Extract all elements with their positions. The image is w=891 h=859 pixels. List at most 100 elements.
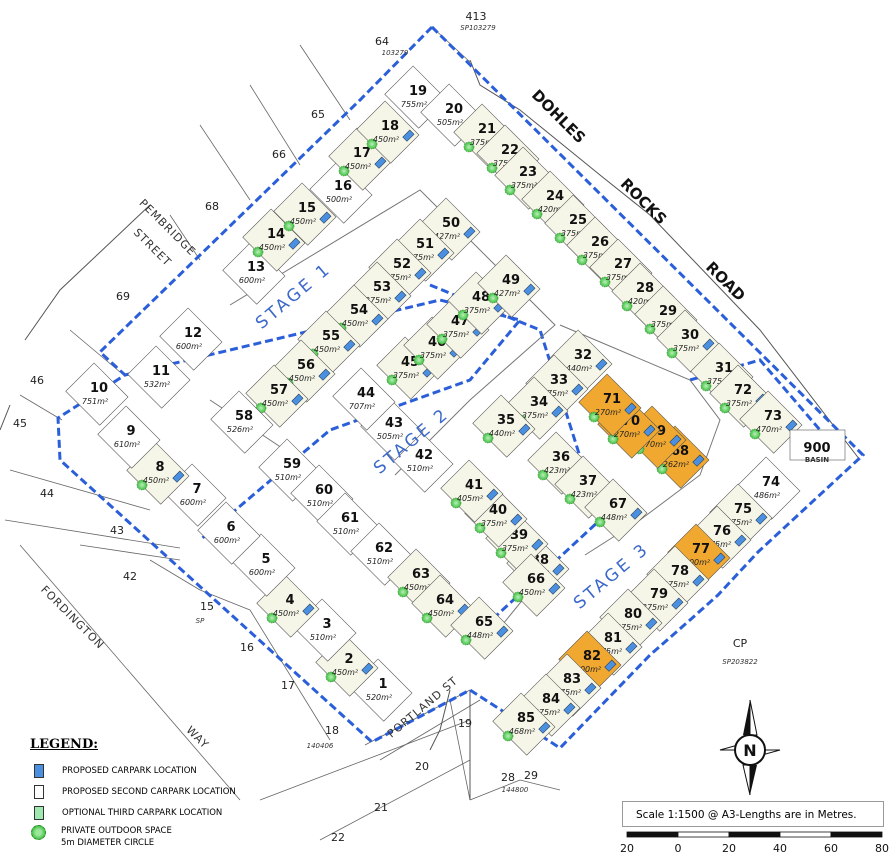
lot-area: 375m²	[642, 603, 669, 612]
lot-number: 77	[692, 542, 710, 557]
carpark-marker	[713, 552, 726, 565]
lot-number: 2	[344, 652, 353, 667]
lot-number: 30	[681, 328, 699, 343]
outdoor-space-circle	[719, 402, 731, 414]
neighbour-lot-label: 64	[375, 35, 389, 48]
outdoor-space-circle	[554, 232, 566, 244]
carpark-marker	[371, 313, 384, 326]
lot-area: 751m²	[82, 397, 109, 406]
neighbour-lot-label: 45	[13, 417, 27, 430]
carpark-marker	[548, 582, 561, 595]
outdoor-space-circle	[644, 323, 656, 335]
lot-number: 27	[614, 257, 632, 272]
lot-number: 35	[497, 413, 515, 428]
lot-number: 60	[315, 483, 333, 498]
lot-number: 43	[385, 416, 403, 431]
second-carpark-swatch-icon	[34, 784, 44, 799]
lot-area: 270m²	[640, 440, 667, 449]
scale-segment	[626, 831, 679, 838]
outdoor-space-circle	[421, 612, 433, 624]
legend-row-second-carpark: PROPOSED SECOND CARPARK LOCATION	[30, 781, 270, 802]
lot-number: 73	[764, 409, 782, 424]
lot-area: 510m²	[310, 633, 337, 642]
neighbour-lot-label: 66	[272, 148, 286, 161]
carpark-marker	[531, 538, 544, 551]
lot-area: 450m²	[273, 609, 300, 618]
lot-number: 53	[373, 280, 391, 295]
scale-tick-label: 40	[773, 842, 787, 855]
lot-number: 37	[579, 474, 597, 489]
lot-area: 375m²	[511, 181, 538, 190]
lot-area: 423m²	[544, 466, 571, 475]
lot-area: 375m²	[502, 544, 529, 553]
carpark-marker	[624, 402, 637, 415]
lot-area: 486m²	[754, 491, 781, 500]
carpark-marker	[645, 617, 658, 630]
outdoor-space-circle	[463, 141, 475, 153]
carpark-marker	[604, 659, 617, 672]
outdoor-space-circle	[457, 309, 469, 321]
lot-area: 600m²	[176, 342, 203, 351]
lot-area: 510m²	[275, 473, 302, 482]
outdoor-space-circle	[436, 333, 448, 345]
neighbour-lot-label: 19	[458, 717, 472, 730]
lot-number: 12	[184, 326, 202, 341]
north-letter: N	[743, 741, 756, 760]
lot-area: 600m²	[180, 498, 207, 507]
fordington-label: FORDINGTON	[38, 583, 107, 652]
carpark-marker	[496, 625, 509, 638]
neighbour-lot-label: 29	[524, 769, 538, 782]
lot-number: 21	[478, 122, 496, 137]
carpark-marker	[595, 358, 608, 371]
neighbour-lot-label: 22	[331, 831, 345, 844]
lot-area: 375m²	[673, 344, 700, 353]
lot-number: 1	[378, 677, 387, 692]
carpark-marker	[571, 383, 584, 396]
lot-area: 423m²	[571, 490, 598, 499]
lot-area: 510m²	[307, 499, 334, 508]
lot-area: 520m²	[366, 693, 393, 702]
outdoor-space-circle	[252, 246, 264, 258]
lot-number: 29	[659, 304, 677, 319]
outdoor-space-circle	[366, 138, 378, 150]
lot-parcel	[332, 367, 396, 431]
lot-area: 375m²	[420, 351, 447, 360]
neighbour-lot-label: CP	[733, 637, 748, 650]
lot-number: 58	[235, 409, 253, 424]
carpark-marker	[630, 507, 643, 520]
outdoor-space-circle	[564, 493, 576, 505]
legend-optional-label: OPTIONAL THIRD CARPARK LOCATION	[62, 807, 223, 818]
lot-number: 48	[472, 290, 490, 305]
outdoor-space-circle	[136, 479, 148, 491]
carpark-marker	[785, 419, 798, 432]
scale-tick-label: 60	[824, 842, 838, 855]
legend-title: LEGEND:	[30, 737, 99, 752]
lot-area: 450m²	[519, 588, 546, 597]
road-edges	[0, 59, 861, 800]
carpark-swatch-icon	[34, 763, 44, 778]
carpark-marker	[552, 563, 565, 576]
outdoor-space-circle	[413, 354, 425, 366]
lot-area: 450m²	[428, 609, 455, 618]
carpark-marker	[669, 434, 682, 447]
lot-area: 470m²	[756, 425, 783, 434]
lot-area: 375m²	[365, 296, 392, 305]
carpark-marker	[510, 513, 523, 526]
legend-second-carpark-label: PROPOSED SECOND CARPARK LOCATION	[62, 786, 236, 797]
scale-tick-label: 20	[722, 842, 736, 855]
lot-number: 76	[713, 524, 731, 539]
